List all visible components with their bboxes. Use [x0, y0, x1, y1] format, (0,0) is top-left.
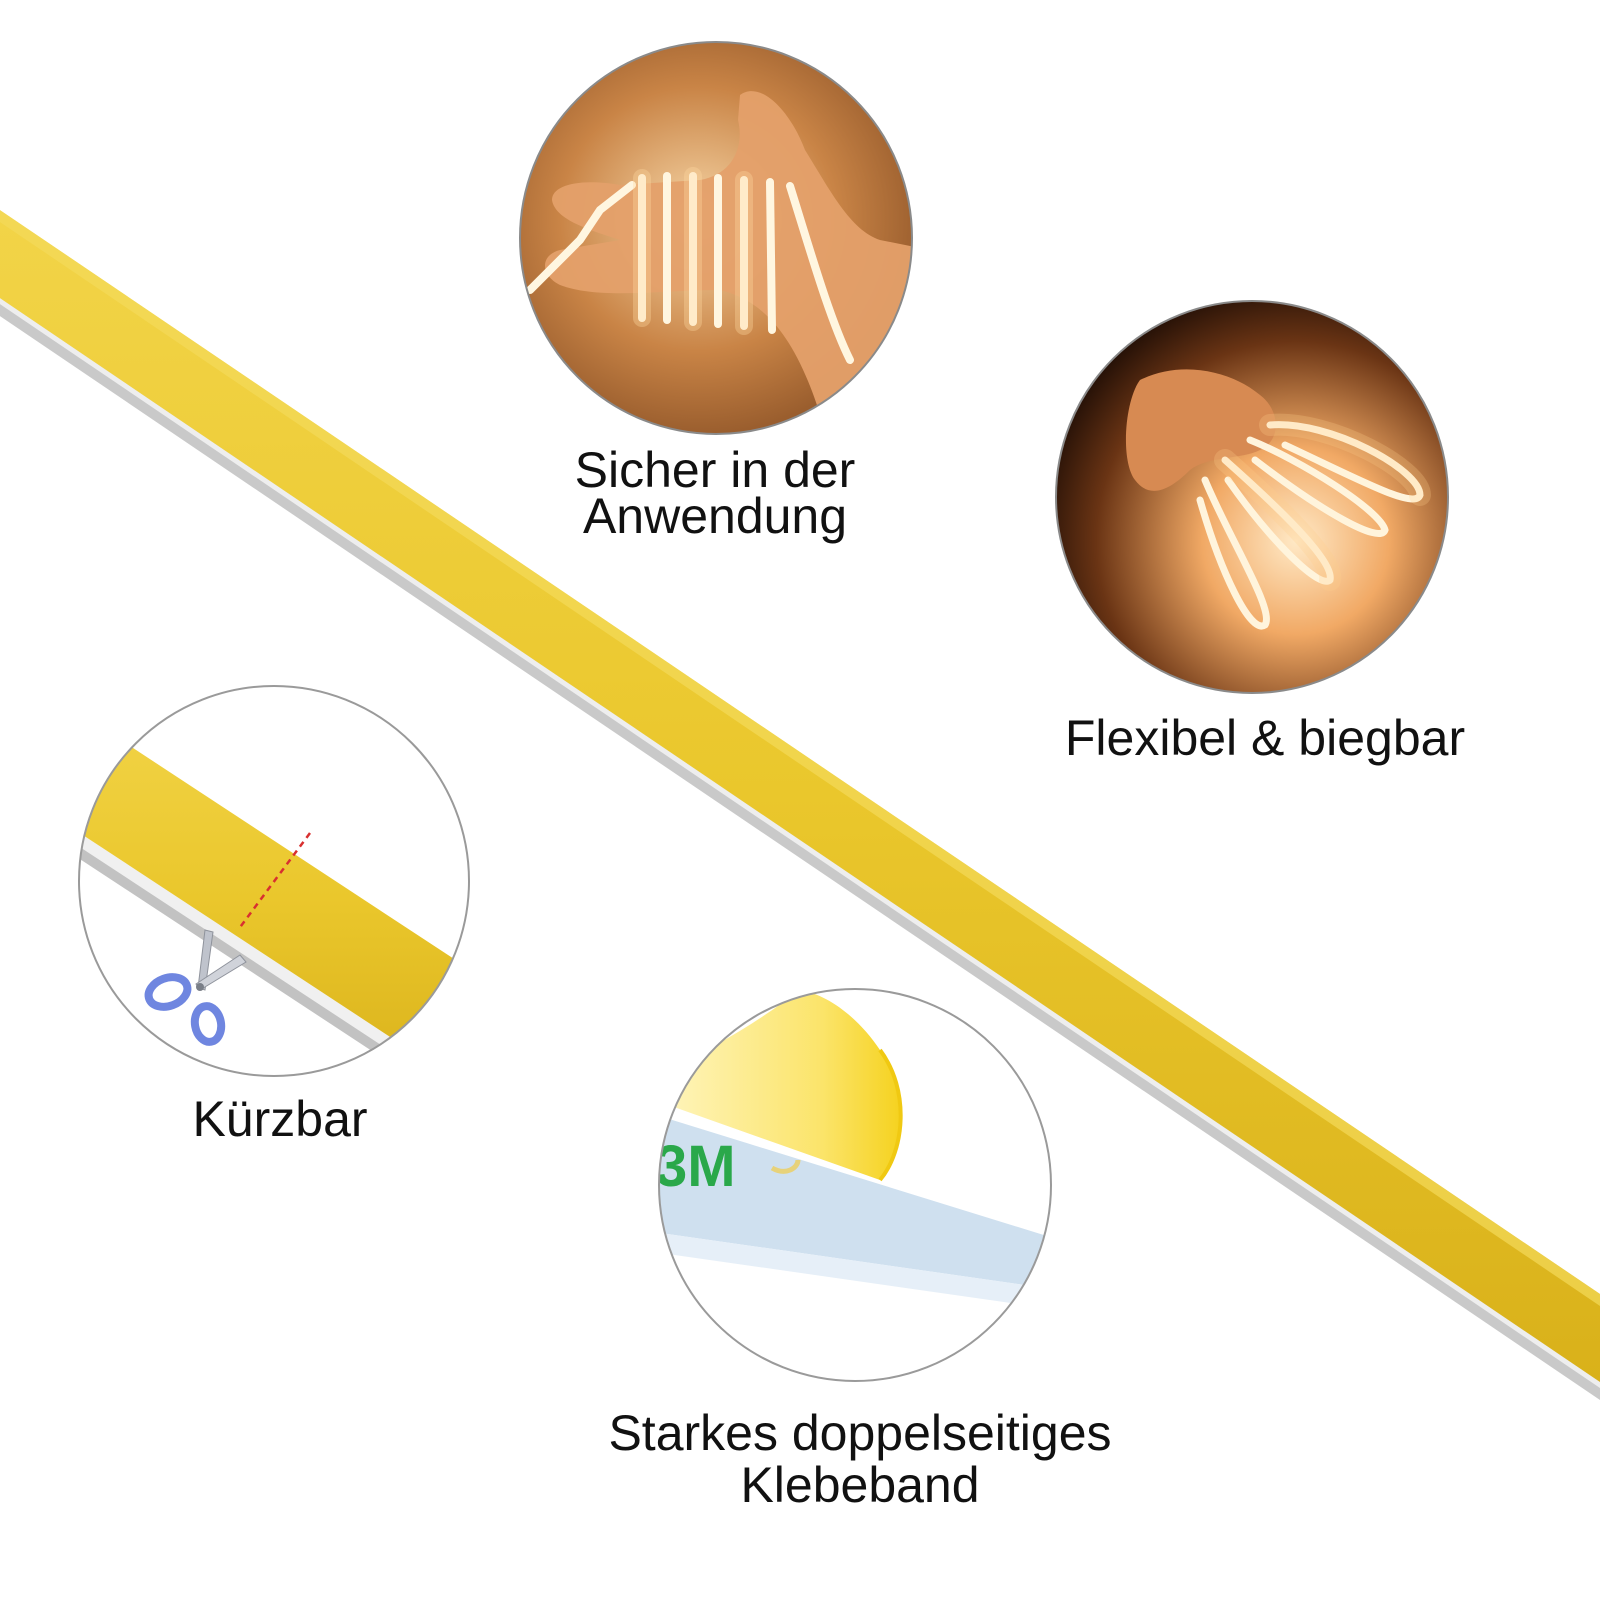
- feature-label-line: Flexibel & biegbar: [1064, 710, 1466, 766]
- feature-label-cuttable: Kürzbar: [150, 1091, 410, 1147]
- safe-use-photo: [519, 41, 913, 435]
- tape-logo-3m: 3M: [655, 1134, 736, 1199]
- feature-label-line: Starkes doppelseitiges: [608, 1405, 1112, 1461]
- led-strip: [0, 210, 1600, 1400]
- feature-label-line: Klebeband: [740, 1457, 980, 1513]
- feature-label-line: Anwendung: [582, 488, 848, 544]
- adhesive-tape-detail: 3M: [655, 988, 1052, 1382]
- feature-label-adhesive-tape: Starkes doppelseitiges Klebeband: [560, 1407, 1160, 1511]
- feature-label-line: Sicher in der: [574, 442, 856, 498]
- scissors-icon: [144, 929, 247, 1046]
- feature-label-line: Kürzbar: [192, 1091, 368, 1147]
- flexible-photo: [1055, 300, 1449, 694]
- cuttable-detail: [78, 685, 470, 1077]
- feature-label-safe-use: Sicher in der Anwendung: [515, 442, 915, 544]
- feature-label-flexible: Flexibel & biegbar: [1030, 710, 1500, 766]
